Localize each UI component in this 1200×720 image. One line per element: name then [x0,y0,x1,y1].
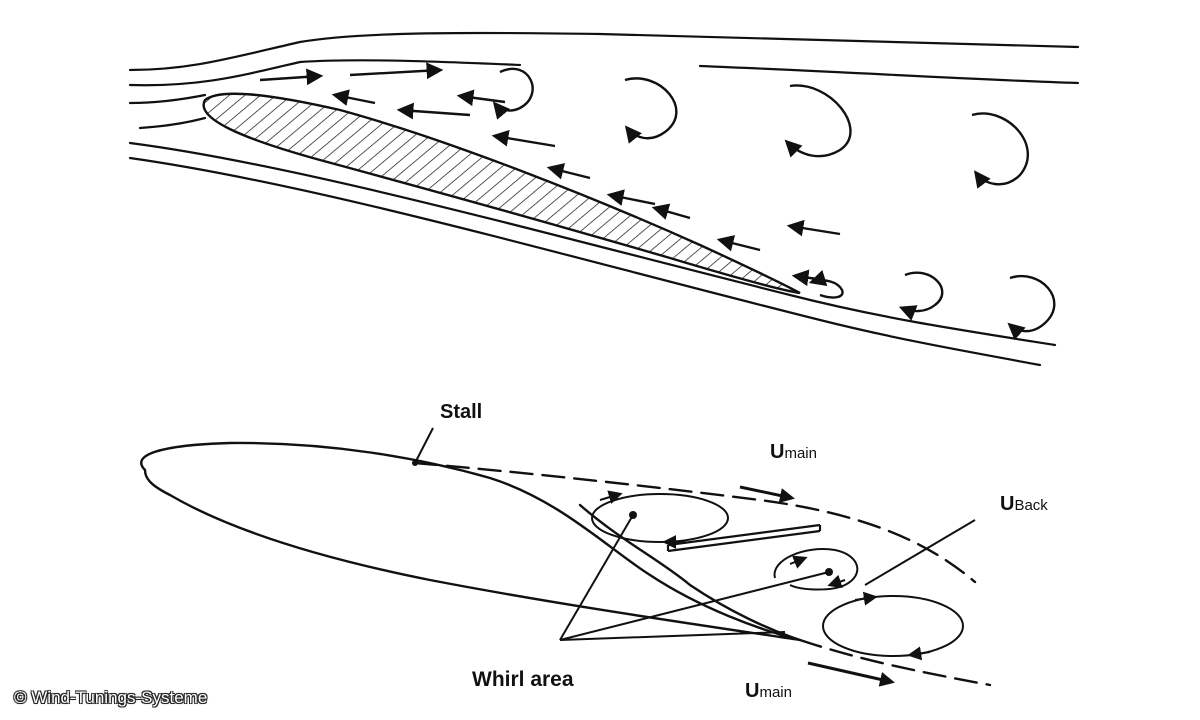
u-main-bottom-label: Umain [745,680,792,702]
separation-streamline-upper [413,461,977,584]
main-flow-arrows [739,485,895,687]
streamline-lower-2 [128,156,1042,367]
stall-label: Stall [440,401,482,423]
streamline-lower-3 [138,116,207,130]
whirl-area-label: Whirl area [472,668,574,691]
reverse-flow-arrows [259,62,841,287]
reverse-flow-bar [666,523,822,553]
u-main-top-label: Umain [770,441,817,463]
bottom-stall-diagram [140,441,992,687]
streamline-upper-2 [128,59,522,87]
u-back-label: UBack [1000,493,1048,515]
airfoil-outline [140,441,801,642]
airfoil-hatched [202,92,801,295]
whirl-area-pointers [559,514,976,641]
separation-curve [578,503,802,642]
copyright-watermark: © Wind-Tunings-Systeme [14,688,208,707]
separation-streamline-lower [798,638,992,687]
streamline-lower-1 [128,141,1057,347]
wake-vortices-top [492,67,1056,341]
top-flow-diagram [128,31,1080,367]
streamline-upper-3 [698,64,1080,85]
streamline-upper-1 [128,31,1080,72]
whirl-vortices [591,490,964,661]
stall-marker [412,427,434,466]
streamline-upper-4 [128,93,207,105]
